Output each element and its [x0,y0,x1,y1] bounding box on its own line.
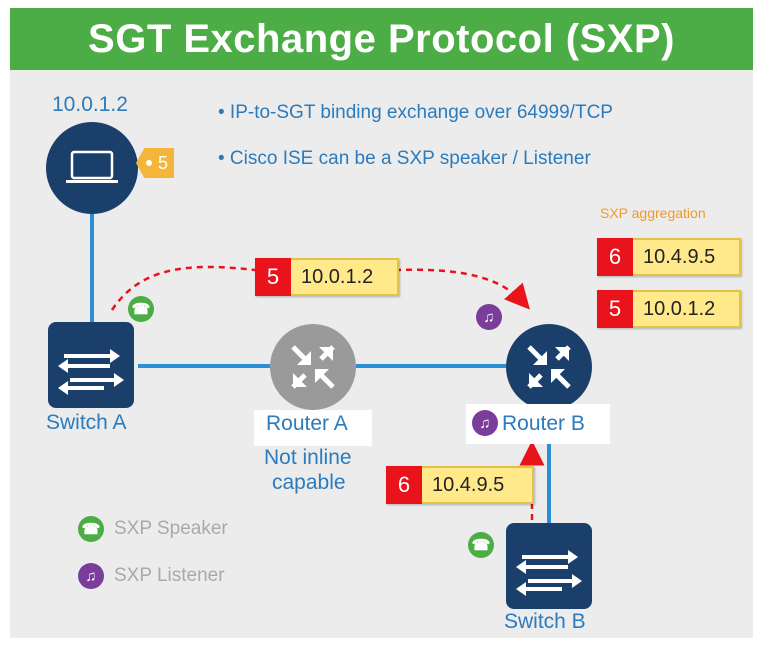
page-title: SGT Exchange Protocol (SXP) [10,8,753,70]
binding-sgt: 6 [386,466,422,504]
router-arrows-icon [291,345,335,389]
binding-ip: 10.0.1.2 [291,258,399,296]
router-a-label: Router A [266,412,348,435]
sxp-aggregation-title: SXP aggregation [600,205,706,221]
laptop-icon [66,150,118,183]
aggregation-binding-2: 5 10.0.1.2 [597,290,741,328]
router-a-note-line2: capable [272,471,346,494]
switch-a-node[interactable] [48,322,134,408]
switch-arrows-icon [516,550,582,596]
switch-b-label: Switch B [504,610,586,633]
router-b-label: Router B [502,412,585,435]
sxp-flow-switch-a-to-router-b [110,265,525,310]
listener-icon: ♫ [78,563,104,589]
router-b-listener-icon-top: ♫ [476,304,502,330]
binding-ip: 10.4.9.5 [422,466,534,504]
tag-icon [146,160,152,166]
bullet-binding-exchange: • IP-to-SGT binding exchange over 64999/… [218,102,613,123]
host-sgt-value: 5 [157,152,168,173]
legend-listener-label: SXP Listener [114,565,225,586]
switch-b-speaker-icon: ☎ [468,532,494,558]
aggregation-binding-1: 6 10.4.9.5 [597,238,741,276]
router-a-note-line1: Not inline [264,446,352,469]
host-node[interactable] [46,122,138,214]
router-arrows-icon [527,345,571,389]
router-b-node[interactable] [506,324,592,410]
legend-speaker-label: SXP Speaker [114,518,228,539]
router-a-label-box [254,410,372,446]
switch-a-label: Switch A [46,411,127,434]
router-b-listener-icon: ♫ [472,410,498,436]
switch-b-node[interactable] [506,523,592,609]
host-ip-label: 10.0.1.2 [52,93,128,116]
router-a-node[interactable] [270,324,356,410]
bullet-ise-role: • Cisco ISE can be a SXP speaker / Liste… [218,148,591,169]
host-sgt-tag: 5 [136,148,174,178]
binding-sgt: 5 [255,258,291,296]
binding-ip: 10.4.9.5 [633,238,741,276]
speaker-icon: ☎ [78,516,104,542]
binding-tag-transit-a: 5 10.0.1.2 [255,258,399,296]
binding-ip: 10.0.1.2 [633,290,741,328]
binding-sgt: 5 [597,290,633,328]
switch-a-speaker-icon: ☎ [128,296,154,322]
switch-arrows-icon [58,349,124,395]
binding-sgt: 6 [597,238,633,276]
binding-tag-transit-b: 6 10.4.9.5 [386,466,534,504]
